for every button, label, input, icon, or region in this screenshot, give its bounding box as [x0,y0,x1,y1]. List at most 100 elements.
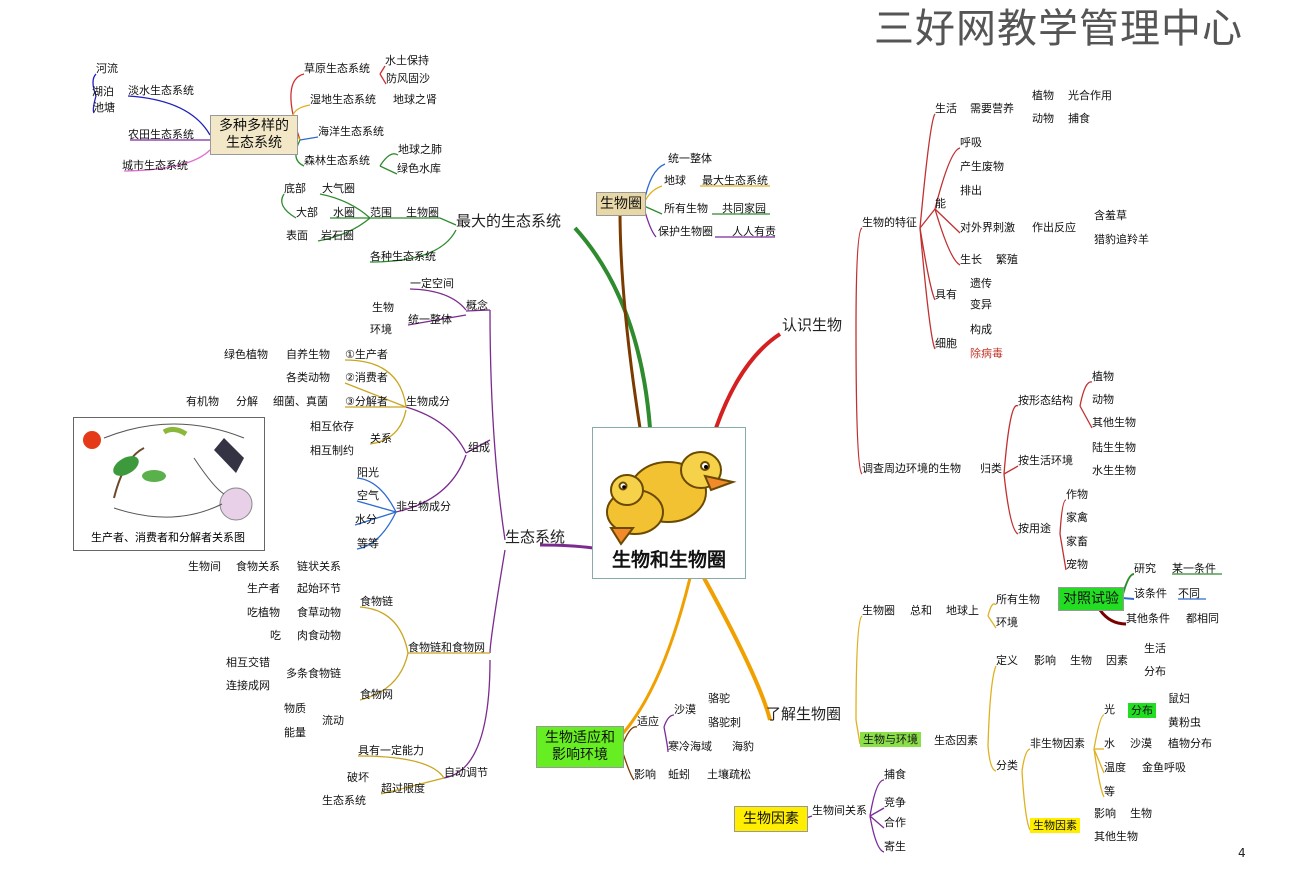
node-autotroph[interactable]: 自养生物 [286,348,330,361]
node-bio-sphere[interactable]: 生物圈 [406,206,439,219]
node-breed[interactable]: 繁殖 [996,253,1018,266]
node-define[interactable]: 定义 [996,654,1018,667]
node-cooperate[interactable]: 合作 [884,816,906,829]
node-self-reg[interactable]: 自动调节 [444,766,488,779]
node-largest-eco[interactable]: 最大生态系统 [702,174,768,187]
node-chain-rel[interactable]: 链状关系 [297,560,341,573]
node-breath[interactable]: 呼吸 [960,136,982,149]
box-ecosystems[interactable]: 多种多样的 生态系统 [210,115,298,155]
node-protect[interactable]: 保护生物圈 [658,225,713,238]
node-loose-soil[interactable]: 土壤疏松 [707,768,751,781]
node-mealworm[interactable]: 黄粉虫 [1168,716,1201,729]
node-food-web[interactable]: 食物网 [360,688,393,701]
node-one-cond[interactable]: 某一条件 [1172,562,1216,575]
node-one-whole[interactable]: 统一整体 [668,152,712,165]
node-env[interactable]: 环境 [370,323,392,336]
node-by-use[interactable]: 按用途 [1018,522,1051,535]
node-by-shape[interactable]: 按形态结构 [1018,394,1073,407]
node-food-chain[interactable]: 食物链 [360,595,393,608]
node-city-eco[interactable]: 城市生态系统 [122,159,188,172]
node-temp[interactable]: 温度 [1104,761,1126,774]
node-ocean-eco[interactable]: 海洋生态系统 [318,125,384,138]
node-land-bio[interactable]: 陆生生物 [1092,441,1136,454]
hub-know-biosphere[interactable]: 了解生物圈 [766,705,842,723]
node-on-earth[interactable]: 地球上 [946,604,979,617]
box-experiment[interactable]: 对照试验 [1058,587,1124,611]
node-research[interactable]: 研究 [1134,562,1156,575]
node-duty[interactable]: 人人有责 [732,225,776,238]
node-fungi[interactable]: 细菌、真菌 [273,395,328,408]
node-matter[interactable]: 物质 [284,702,306,715]
hub-know-bio[interactable]: 认识生物 [782,316,843,334]
node-exceed[interactable]: 超过限度 [381,782,425,795]
node-fresh-eco[interactable]: 淡水生态系统 [128,84,194,97]
node-hydro[interactable]: 水圈 [333,206,355,219]
node-kidney[interactable]: 地球之肾 [393,93,437,106]
node-camel[interactable]: 骆驼 [708,692,730,705]
node-organic[interactable]: 有机物 [186,395,219,408]
node-waste[interactable]: 产生废物 [960,160,1004,173]
node-air[interactable]: 空气 [357,489,379,502]
node-other-bio2[interactable]: 其他生物 [1094,830,1138,843]
node-eco-factor[interactable]: 生态因素 [934,734,978,747]
node-energy[interactable]: 能量 [284,726,306,739]
node-decompose[interactable]: 分解 [236,395,258,408]
node-animal2[interactable]: 动物 [1092,393,1114,406]
node-forest-eco[interactable]: 森林生态系统 [304,154,370,167]
node-consist[interactable]: 构成 [970,323,992,336]
node-eco-sys[interactable]: 生态系统 [322,794,366,807]
node-all-bio2[interactable]: 所有生物 [996,593,1040,606]
node-prey[interactable]: 捕食 [1068,112,1090,125]
node-adapt[interactable]: 适应 [637,715,659,728]
box-biotic[interactable]: 生物因素 [734,806,808,832]
node-sun[interactable]: 阳光 [357,466,379,479]
node-bio3[interactable]: 生物 [1070,654,1092,667]
node-desert[interactable]: 沙漠 [1130,737,1152,750]
node-light[interactable]: 光 [1104,703,1115,716]
node-water[interactable]: 水分 [355,513,377,526]
node-can[interactable]: 能 [935,197,946,210]
node-feature[interactable]: 生物的特征 [862,216,917,229]
node-herbivore[interactable]: 食草动物 [297,606,341,619]
node-heredity[interactable]: 遗传 [970,277,992,290]
node-wind-sand[interactable]: 防风固沙 [386,72,430,85]
node-bio-comp[interactable]: 生物成分 [406,395,450,408]
node-chain-web[interactable]: 食物链和食物网 [408,641,485,654]
node-depend[interactable]: 相互依存 [310,420,354,433]
hub-ecosystem[interactable]: 生态系统 [505,528,566,546]
node-cold-sea[interactable]: 寒冷海域 [668,740,712,753]
node-compose[interactable]: 组成 [468,441,490,454]
hub-largest[interactable]: 最大的生态系统 [456,212,562,230]
node-classify2[interactable]: 分类 [996,759,1018,772]
node-variation[interactable]: 变异 [970,298,992,311]
node-pond[interactable]: 池塘 [93,101,115,114]
node-cheetah[interactable]: 猎豹追羚羊 [1094,233,1149,246]
node-atmos[interactable]: 大气圈 [322,182,355,195]
node-affect[interactable]: 影响 [634,768,656,781]
node-all-life[interactable]: 所有生物 [664,202,708,215]
node-water2[interactable]: 水 [1104,737,1115,750]
node-bsphere[interactable]: 生物圈 [862,604,895,617]
node-food-rel[interactable]: 食物关系 [236,560,280,573]
node-green-plant[interactable]: 绿色植物 [224,348,268,361]
node-common-home[interactable]: 共同家园 [722,202,766,215]
node-distrib[interactable]: 分布 [1144,665,1166,678]
node-connect[interactable]: 连接成网 [226,679,270,692]
node-carnivore[interactable]: 肉食动物 [297,629,341,642]
node-between[interactable]: 生物间 [188,560,221,573]
node-restrict[interactable]: 相互制约 [310,444,354,457]
node-river[interactable]: 河流 [96,62,118,75]
node-respond[interactable]: 作出反应 [1032,221,1076,234]
node-life2[interactable]: 生活 [1144,642,1166,655]
node-virus[interactable]: 除病毒 [970,347,1003,360]
node-total[interactable]: 总和 [910,604,932,617]
node-capacity[interactable]: 具有一定能力 [358,744,424,757]
node-cell[interactable]: 细胞 [935,337,957,350]
node-producer2[interactable]: 生产者 [247,582,280,595]
node-classify[interactable]: 归类 [980,462,1002,475]
node-range[interactable]: 范围 [370,206,392,219]
center-node[interactable]: 生物和生物圈 [592,427,746,579]
node-woodlouse[interactable]: 鼠妇 [1168,692,1190,705]
node-relation[interactable]: 关系 [370,432,392,445]
node-consumer[interactable]: ②消费者 [345,371,388,384]
